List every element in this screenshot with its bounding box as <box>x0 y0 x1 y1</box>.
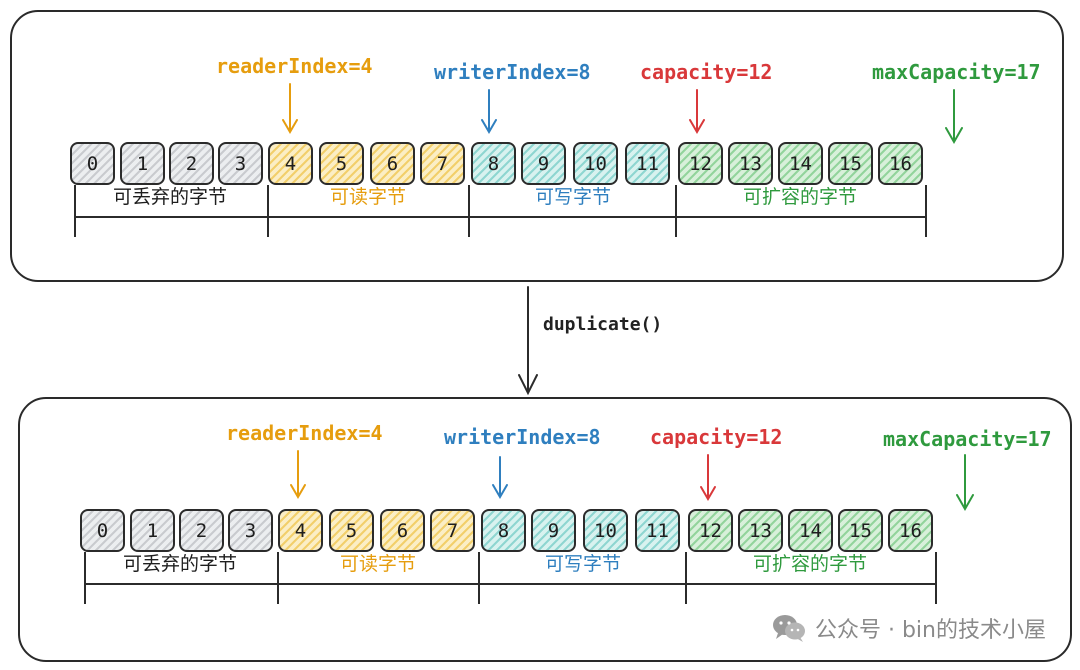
readable-bytes-label: 可读字节 <box>339 553 417 575</box>
writer-index-arrow <box>492 456 508 499</box>
byte-cell: 15 <box>828 142 873 185</box>
byte-cell: 1 <box>130 509 175 552</box>
capacity-label: capacity=12 <box>650 425 783 449</box>
byte-cell: 10 <box>573 142 618 185</box>
byte-cell: 0 <box>70 142 115 185</box>
reader-index-arrow <box>290 450 306 499</box>
byte-cell: 16 <box>878 142 923 185</box>
writable-bytes-label: 可写字节 <box>544 553 622 575</box>
byte-cell: 6 <box>370 142 415 185</box>
byte-cell: 9 <box>531 509 576 552</box>
byte-cell: 5 <box>329 509 374 552</box>
region-divider <box>685 552 687 604</box>
reader-index-label: readerIndex=4 <box>216 54 373 78</box>
byte-cell: 6 <box>380 509 425 552</box>
byte-cell: 8 <box>471 142 516 185</box>
region-divider <box>935 552 937 604</box>
byte-cell: 2 <box>169 142 214 185</box>
byte-cell: 5 <box>319 142 364 185</box>
byte-cell: 10 <box>583 509 628 552</box>
byte-cell: 2 <box>179 509 224 552</box>
region-baseline <box>74 216 927 218</box>
region-baseline <box>84 583 937 585</box>
max-capacity-label: maxCapacity=17 <box>883 427 1052 451</box>
byte-cell: 12 <box>678 142 723 185</box>
capacity-arrow <box>689 89 705 134</box>
byte-cell: 1 <box>120 142 165 185</box>
region-divider <box>675 185 677 237</box>
reader-index-arrow <box>282 83 298 134</box>
byte-cell: 13 <box>728 142 773 185</box>
byte-cell: 7 <box>420 142 465 185</box>
byte-array-top: 0 1 2 3 4 5 6 7 8 9 10 11 12 13 14 15 16… <box>70 142 950 242</box>
byte-cell: 13 <box>738 509 783 552</box>
discardable-bytes-label: 可丢弃的字节 <box>112 186 228 208</box>
wechat-icon <box>772 615 805 642</box>
region-divider <box>925 185 927 237</box>
expandable-bytes-label: 可扩容的字节 <box>742 186 858 208</box>
byte-cell: 12 <box>688 509 733 552</box>
region-divider <box>478 552 480 604</box>
writable-bytes-label: 可写字节 <box>534 186 612 208</box>
max-capacity-label: maxCapacity=17 <box>872 60 1041 84</box>
expandable-bytes-label: 可扩容的字节 <box>752 553 868 575</box>
max-capacity-arrow <box>956 454 974 512</box>
byte-cell: 9 <box>521 142 566 185</box>
top-buffer-panel: readerIndex=4 writerIndex=8 capacity=12 … <box>10 10 1064 282</box>
capacity-arrow <box>700 454 716 501</box>
byte-cell: 14 <box>788 509 833 552</box>
writer-index-label: writerIndex=8 <box>444 425 601 449</box>
byte-array-duplicate: 0 1 2 3 4 5 6 7 8 9 10 11 12 13 14 15 16… <box>80 509 960 609</box>
reader-index-label: readerIndex=4 <box>226 421 383 445</box>
byte-cell: 4 <box>268 142 313 185</box>
discardable-bytes-label: 可丢弃的字节 <box>122 553 238 575</box>
byte-cell: 4 <box>278 509 323 552</box>
region-divider <box>267 185 269 237</box>
byte-cell: 3 <box>228 509 273 552</box>
duplicate-operation-label: duplicate() <box>543 314 663 335</box>
watermark: 公众号 · bin的技术小屋 <box>771 612 1046 644</box>
byte-cell: 0 <box>80 509 125 552</box>
watermark-text: 公众号 · bin的技术小屋 <box>814 618 1046 643</box>
byte-cell: 15 <box>838 509 883 552</box>
readable-bytes-label: 可读字节 <box>329 186 407 208</box>
byte-cell: 7 <box>430 509 475 552</box>
writer-index-label: writerIndex=8 <box>434 60 591 84</box>
byte-cell: 11 <box>635 509 680 552</box>
region-divider <box>74 185 76 237</box>
duplicate-buffer-panel: readerIndex=4 writerIndex=8 capacity=12 … <box>18 397 1072 662</box>
duplicate-arrow <box>518 286 538 396</box>
region-divider <box>277 552 279 604</box>
byte-cell: 16 <box>888 509 933 552</box>
capacity-label: capacity=12 <box>640 60 773 84</box>
byte-cell: 11 <box>625 142 670 185</box>
byte-cell: 3 <box>218 142 263 185</box>
byte-cell: 14 <box>778 142 823 185</box>
writer-index-arrow <box>481 89 497 134</box>
region-divider <box>84 552 86 604</box>
max-capacity-arrow <box>945 89 963 145</box>
region-divider <box>468 185 470 237</box>
byte-cell: 8 <box>481 509 526 552</box>
